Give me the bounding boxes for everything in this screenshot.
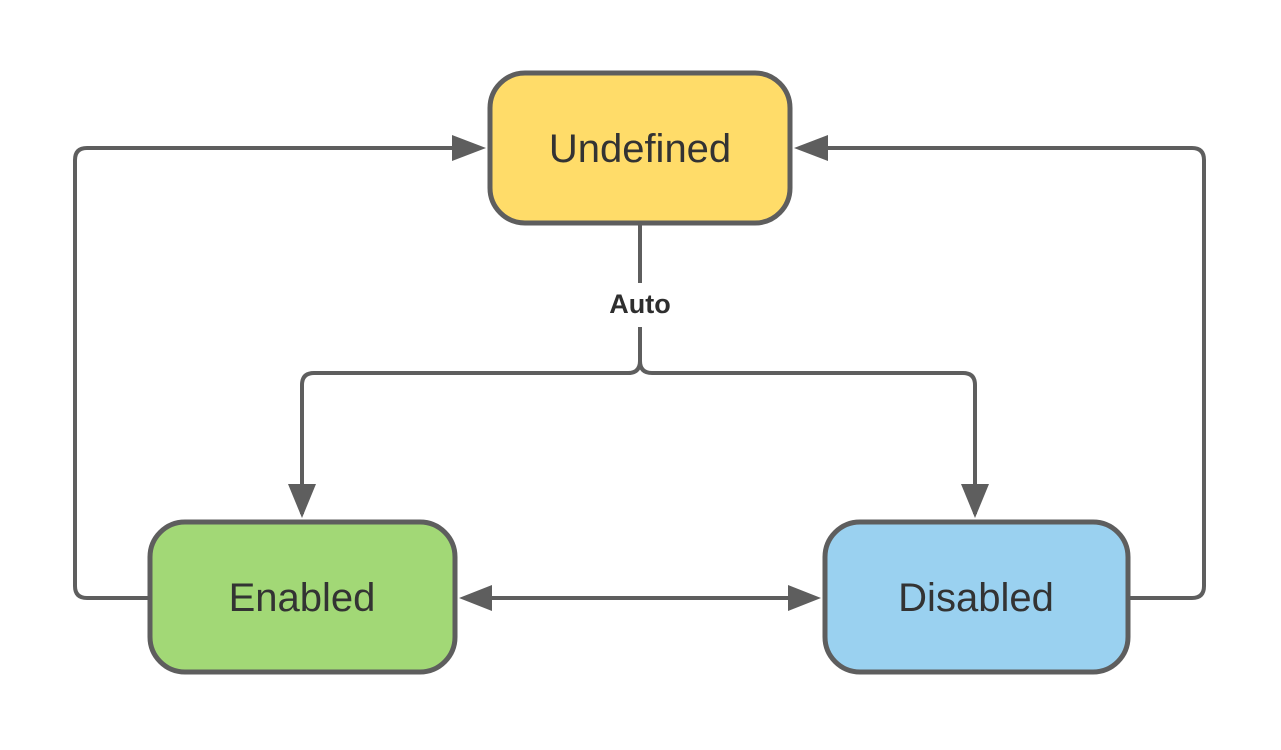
node-enabled: Enabled <box>147 519 458 675</box>
edge-auto-to-disabled <box>638 327 977 514</box>
edge-auto-to-enabled <box>300 327 642 514</box>
node-enabled-label: Enabled <box>229 576 376 620</box>
edge-label-auto: Auto <box>609 289 670 319</box>
arrowhead-into-disabled-left <box>788 585 821 611</box>
node-undefined: Undefined <box>487 70 793 226</box>
arrowhead-into-disabled-top <box>961 484 989 518</box>
arrowhead-into-undefined-left <box>452 135 486 161</box>
node-enabled-shape <box>147 519 458 675</box>
node-undefined-label: Undefined <box>549 127 731 171</box>
edge-enabled-to-undefined <box>73 146 452 600</box>
arrowhead-into-undefined-right <box>794 135 828 161</box>
arrowhead-into-enabled-right <box>459 585 492 611</box>
node-disabled: Disabled <box>822 519 1131 675</box>
edge-disabled-to-undefined <box>828 146 1206 600</box>
node-disabled-shape <box>822 519 1131 675</box>
arrowhead-into-enabled-top <box>288 484 316 518</box>
node-undefined-shape <box>487 70 793 226</box>
node-disabled-label: Disabled <box>898 576 1054 620</box>
